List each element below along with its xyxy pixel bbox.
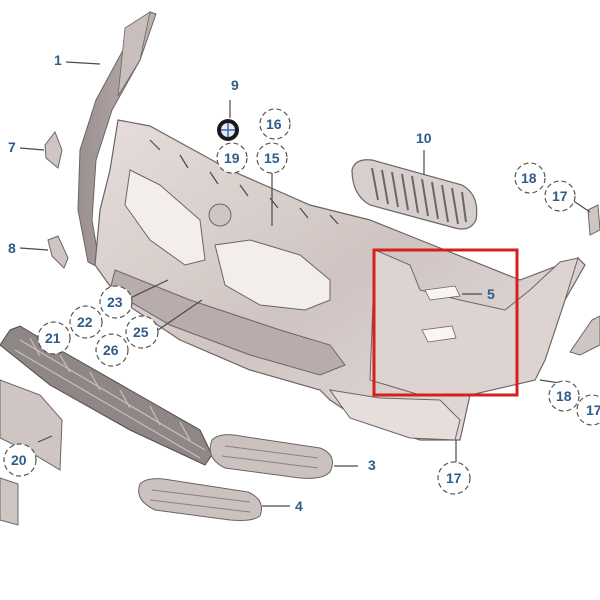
callout-17-right: 17 <box>586 402 600 418</box>
bracket-part <box>77 11 157 269</box>
callout-26: 26 <box>103 342 119 358</box>
bumper-cover <box>94 119 586 441</box>
right-edge-part <box>569 315 600 356</box>
callout-1: 1 <box>54 52 62 68</box>
clip-top-right <box>587 204 600 236</box>
small-bracket-7 <box>44 130 63 169</box>
callout-21: 21 <box>45 330 61 346</box>
callout-17-top: 17 <box>552 188 568 204</box>
callout-22: 22 <box>77 314 93 330</box>
leader-lines <box>19 61 591 507</box>
callout-18-top: 18 <box>521 170 537 186</box>
side-panel-20 <box>0 379 63 526</box>
callout-9: 9 <box>231 77 239 93</box>
callout-circles <box>3 108 600 495</box>
callout-labels: 1 9 16 19 15 7 10 18 17 8 5 23 22 21 25 … <box>8 52 600 514</box>
callout-19: 19 <box>224 150 240 166</box>
kidney-grille <box>351 159 478 230</box>
callout-20: 20 <box>11 452 27 468</box>
lower-grille <box>0 325 213 466</box>
callout-15: 15 <box>264 150 280 166</box>
callout-3: 3 <box>368 457 376 473</box>
callout-10: 10 <box>416 130 432 146</box>
callout-7: 7 <box>8 139 16 155</box>
callout-23: 23 <box>107 294 123 310</box>
callout-5: 5 <box>487 286 495 302</box>
trim-grille-4 <box>138 478 262 521</box>
callout-8: 8 <box>8 240 16 256</box>
highlight-box <box>372 248 519 397</box>
callout-25: 25 <box>133 324 149 340</box>
small-bracket-8 <box>47 235 69 269</box>
callout-4: 4 <box>295 498 303 514</box>
callout-18-right: 18 <box>556 388 572 404</box>
callout-17-bottom: 17 <box>446 470 462 486</box>
callout-16: 16 <box>266 116 282 132</box>
trim-grille-3 <box>209 434 333 479</box>
emblem-part <box>217 119 239 141</box>
